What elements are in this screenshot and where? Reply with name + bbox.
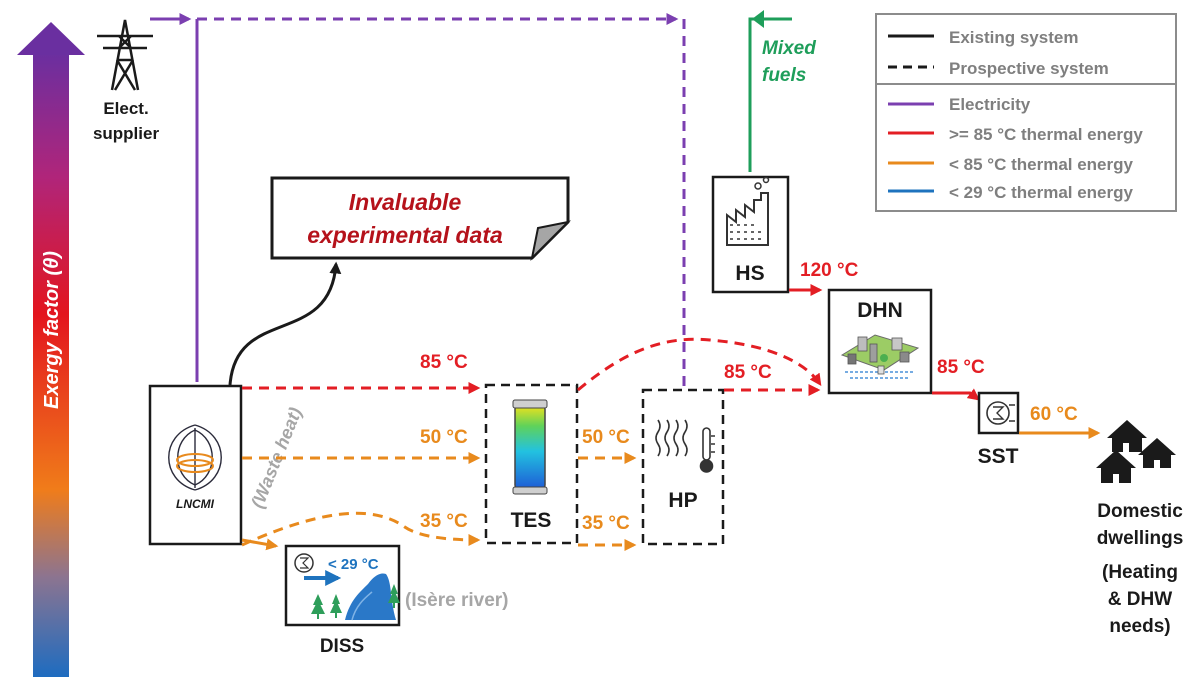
flow-lncmi-diss bbox=[241, 538, 279, 551]
temp-lncmi-tes-35: 35 °C bbox=[420, 511, 468, 532]
temp-lncmi-tes-85: 85 °C bbox=[420, 352, 468, 373]
legend-existing: Existing system bbox=[949, 28, 1078, 47]
legend-prospective: Prospective system bbox=[949, 59, 1109, 78]
storage-tank-icon bbox=[512, 399, 548, 495]
exergy-axis: Exergy factor (θ) bbox=[17, 22, 85, 677]
mixed-fuels-line1: Mixed bbox=[762, 38, 816, 59]
temp-tes-hp-35: 35 °C bbox=[582, 513, 630, 534]
houses-icon bbox=[1096, 420, 1176, 483]
diss-heat-exchanger-icon bbox=[294, 553, 314, 573]
experimental-data-note: Invaluable experimental data bbox=[270, 176, 572, 262]
mixed-fuels-arrowhead bbox=[752, 10, 764, 28]
lncmi-node: LNCMI bbox=[148, 384, 243, 546]
legend-lt85: < 85 °C thermal energy bbox=[949, 155, 1134, 174]
diss-temp-label: < 29 °C bbox=[328, 556, 379, 573]
hs-node: HS bbox=[711, 175, 790, 294]
temp-lncmi-tes-50: 50 °C bbox=[420, 427, 468, 448]
heat-waves-icon bbox=[655, 419, 688, 457]
flow-85-tes-dhn bbox=[577, 337, 822, 392]
temp-dhn-sst-85: 85 °C bbox=[937, 357, 985, 378]
river-label: (Isère river) bbox=[405, 590, 509, 611]
sst-label: SST bbox=[978, 445, 1019, 468]
thermometer-icon bbox=[699, 427, 715, 473]
dhn-node: DHN bbox=[827, 288, 933, 395]
legend-electricity: Electricity bbox=[949, 95, 1031, 114]
sst-node: SST bbox=[978, 391, 1020, 468]
dwellings-label: Domestic dwellings (Heating & DHW needs) bbox=[1097, 501, 1184, 637]
note-line2: experimental data bbox=[307, 222, 503, 248]
exergy-axis-label: Exergy factor (θ) bbox=[41, 251, 63, 409]
magnet-icon bbox=[168, 424, 222, 491]
electricity-lines bbox=[150, 13, 686, 390]
lncmi-label: LNCMI bbox=[176, 497, 215, 511]
dwellings-line3: (Heating bbox=[1102, 562, 1178, 583]
supplier-label-line1: Elect. bbox=[103, 99, 148, 118]
district-network-icon bbox=[840, 334, 920, 379]
supplier-label-line2: supplier bbox=[93, 124, 160, 143]
legend-lt29: < 29 °C thermal energy bbox=[949, 183, 1134, 202]
note-line1: Invaluable bbox=[349, 189, 462, 215]
hs-label: HS bbox=[735, 262, 764, 285]
temp-sst-home-60: 60 °C bbox=[1030, 404, 1078, 425]
mixed-fuels-line bbox=[748, 17, 792, 172]
flow-85-dhn-sst bbox=[932, 388, 980, 401]
dwellings-line5: needs) bbox=[1109, 616, 1170, 637]
electricity-pylon-icon bbox=[97, 19, 153, 91]
heat-exchanger-icon bbox=[986, 401, 1010, 425]
trees-icon bbox=[311, 584, 400, 619]
legend: Existing system Prospective system Elect… bbox=[875, 13, 1177, 212]
dhn-label: DHN bbox=[857, 299, 903, 322]
legend-ge85: >= 85 °C thermal energy bbox=[949, 125, 1143, 144]
hp-node: HP bbox=[641, 388, 725, 546]
diss-node: < 29 °C DISS bbox=[284, 544, 401, 657]
flow-35-lncmi-tes bbox=[241, 511, 481, 547]
data-arrow bbox=[228, 261, 342, 386]
temp-tes-hp-50: 50 °C bbox=[582, 427, 630, 448]
temp-hp-dhn-85: 85 °C bbox=[724, 362, 772, 383]
hp-label: HP bbox=[668, 489, 697, 512]
temp-hs-dhn-120: 120 °C bbox=[800, 260, 859, 281]
mixed-fuels-line2: fuels bbox=[762, 65, 806, 86]
dwellings-line4: & DHW bbox=[1108, 589, 1172, 610]
tes-label: TES bbox=[511, 509, 552, 532]
dwellings-line2: dwellings bbox=[1097, 528, 1184, 549]
diss-label: DISS bbox=[320, 636, 364, 657]
factory-icon bbox=[726, 176, 770, 246]
river-icon bbox=[345, 573, 396, 621]
dwellings-line1: Domestic bbox=[1097, 501, 1183, 522]
tes-node: TES bbox=[484, 383, 579, 545]
